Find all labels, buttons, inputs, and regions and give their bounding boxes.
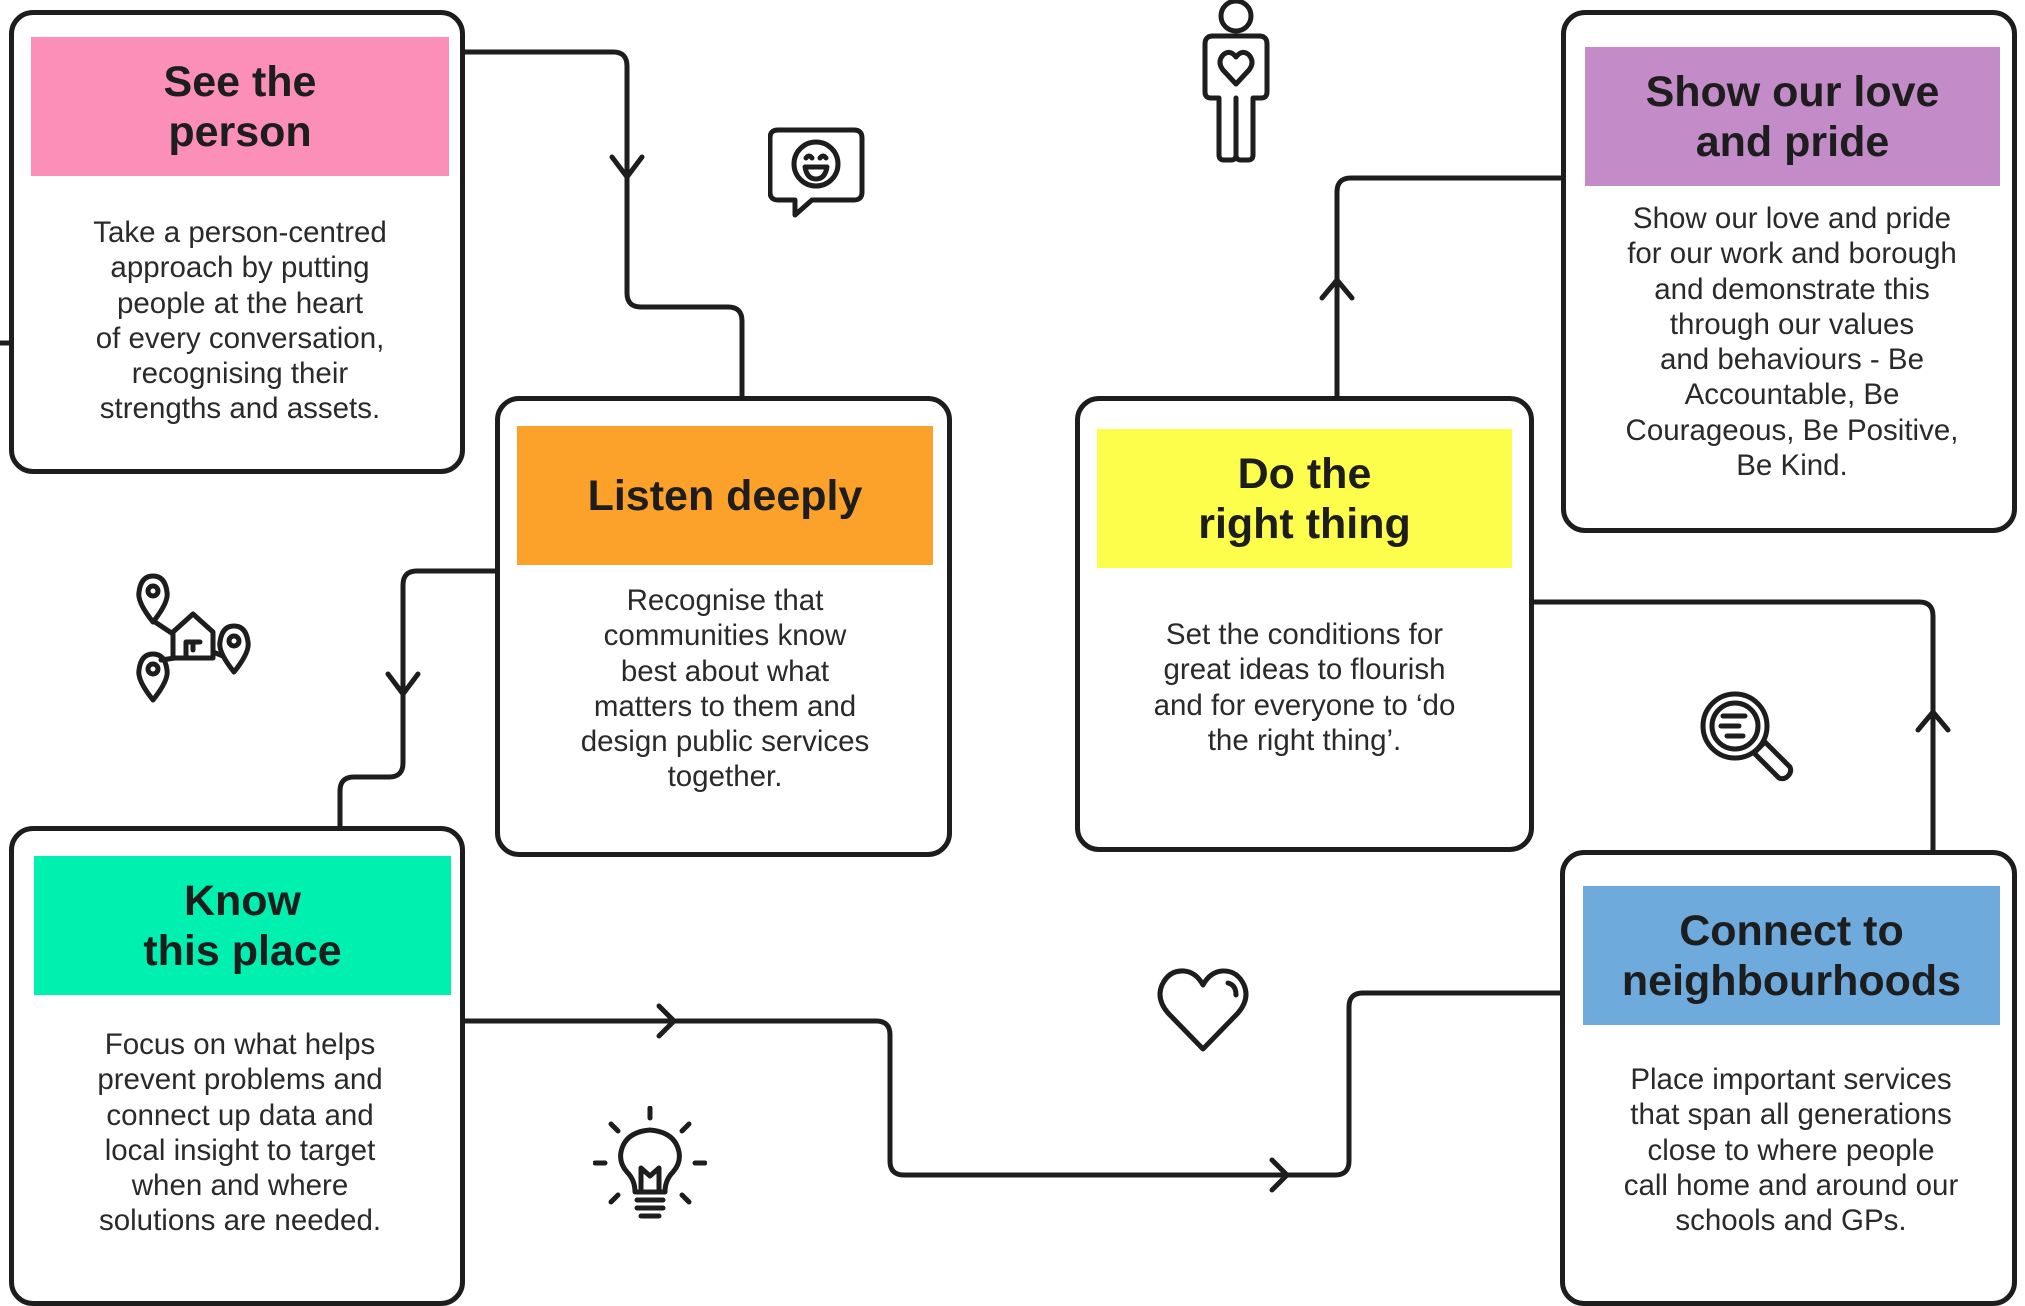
person-heart-icon	[1201, 0, 1271, 164]
card-description: Recognise that communities know best abo…	[580, 584, 870, 794]
card-see-the-person: See the person Take a person-centred app…	[9, 10, 465, 474]
card-description: Place important services that span all g…	[1623, 1063, 1959, 1238]
arrow-up-2	[1319, 277, 1355, 301]
connector-know-to-connect	[460, 990, 1566, 1178]
card-description: Take a person-centred approach by puttin…	[93, 216, 387, 426]
card-know-this-place: Know this place Focus on what helps prev…	[9, 826, 465, 1306]
connector-listen-to-know	[337, 568, 500, 832]
lightbulb-icon	[593, 1106, 707, 1224]
card-title: Show our love and pride	[1585, 47, 2000, 186]
card-title: See the person	[31, 37, 449, 176]
card-title: Do the right thing	[1097, 429, 1512, 568]
connector-connect-to-right	[1528, 599, 1936, 855]
arrow-right-1	[656, 1003, 677, 1039]
magnifier-icon	[1699, 690, 1795, 786]
location-network-icon	[133, 572, 255, 708]
card-listen-deeply: Listen deeply Recognise that communities…	[495, 396, 952, 857]
card-do-the-right-thing: Do the right thing Set the conditions fo…	[1075, 396, 1534, 852]
card-description: Set the conditions for great ideas to fl…	[1153, 618, 1456, 757]
arrow-down-1	[609, 154, 645, 180]
card-description: Show our love and pride for our work and…	[1625, 202, 1959, 483]
arrow-right-2	[1269, 1157, 1290, 1193]
connector-person-to-listen	[460, 49, 745, 399]
card-connect-to-neighbourhoods: Connect to neighbourhoods Place importan…	[1560, 850, 2017, 1306]
card-title: Listen deeply	[517, 426, 933, 565]
card-description: Focus on what helps prevent problems and…	[97, 1028, 383, 1238]
arrow-up-1	[1915, 709, 1951, 733]
card-show-our-love-and-pride: Show our love and pride Show our love an…	[1561, 10, 2017, 533]
card-title: Connect to neighbourhoods	[1583, 886, 2000, 1025]
connector-right-to-love	[1334, 175, 1566, 399]
smiley-speech-bubble-icon	[768, 126, 866, 224]
heart-icon	[1156, 967, 1250, 1053]
arrow-down-2	[385, 671, 421, 697]
card-title: Know this place	[34, 856, 451, 995]
